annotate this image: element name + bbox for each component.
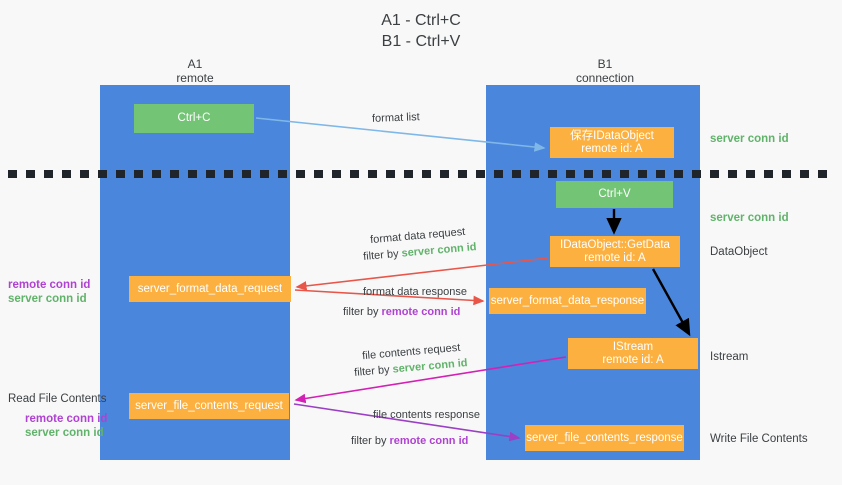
edge-label-format-data-response: format data response <box>363 286 467 298</box>
column-header-b1: B1 connection <box>575 57 635 85</box>
note-write-file-contents: Write File Contents <box>710 433 808 445</box>
note-server-conn-id-1: server conn id <box>8 293 87 305</box>
node-istream[interactable]: IStream remote id: A <box>568 338 698 369</box>
note-dataobject: DataObject <box>710 246 768 258</box>
filter-prefix: filter by <box>362 247 403 263</box>
node-server-format-data-request[interactable]: server_format_data_request <box>129 276 291 302</box>
page-title: A1 - Ctrl+C B1 - Ctrl+V <box>381 12 461 50</box>
filter-prefix: filter by <box>343 306 382 318</box>
note-remote-conn-id-2: remote conn id <box>25 413 108 425</box>
note-server-conn-id-top: server conn id <box>710 133 789 145</box>
note-conn-ids-file: remote conn id server conn id <box>25 412 107 440</box>
note-remote-conn-id-1: remote conn id <box>8 279 91 291</box>
node-ctrl-c[interactable]: Ctrl+C <box>134 104 254 133</box>
filter-prefix: filter by <box>351 435 390 447</box>
node-save-idataobject[interactable]: 保存IDataObject remote id: A <box>550 127 674 158</box>
edge-label-format-list: format list <box>371 111 420 125</box>
note-conn-ids-format: remote conn id server conn id <box>8 278 90 306</box>
note-read-file-contents: Read File Contents <box>8 393 107 405</box>
node-server-file-contents-response[interactable]: server_file_contents_response <box>525 425 684 451</box>
filter-value-remote-conn-id: remote conn id <box>381 306 461 318</box>
filter-value-remote-conn-id: remote conn id <box>389 435 469 447</box>
note-server-conn-id-mid: server conn id <box>710 212 789 224</box>
node-ctrl-v[interactable]: Ctrl+V <box>556 181 673 208</box>
node-server-file-contents-request[interactable]: server_file_contents_request <box>129 393 289 419</box>
node-idataobject-getdata[interactable]: IDataObject::GetData remote id: A <box>550 236 680 267</box>
edge-label-file-contents-response: file contents response <box>373 409 481 421</box>
filter-value-server-conn-id: server conn id <box>401 241 478 260</box>
node-server-format-data-response[interactable]: server_format_data_response <box>489 288 646 314</box>
note-server-conn-id-2: server conn id <box>25 427 104 439</box>
filter-prefix: filter by <box>353 363 394 379</box>
note-istream: Istream <box>710 351 749 363</box>
column-header-a1: A1 remote <box>176 57 214 85</box>
edge-label-format-data-response-filter: filter by remote conn id <box>343 305 460 319</box>
filter-value-server-conn-id: server conn id <box>392 357 469 376</box>
edge-label-file-contents-response-filter: filter by remote conn id <box>351 434 468 448</box>
phase-divider <box>8 170 834 178</box>
